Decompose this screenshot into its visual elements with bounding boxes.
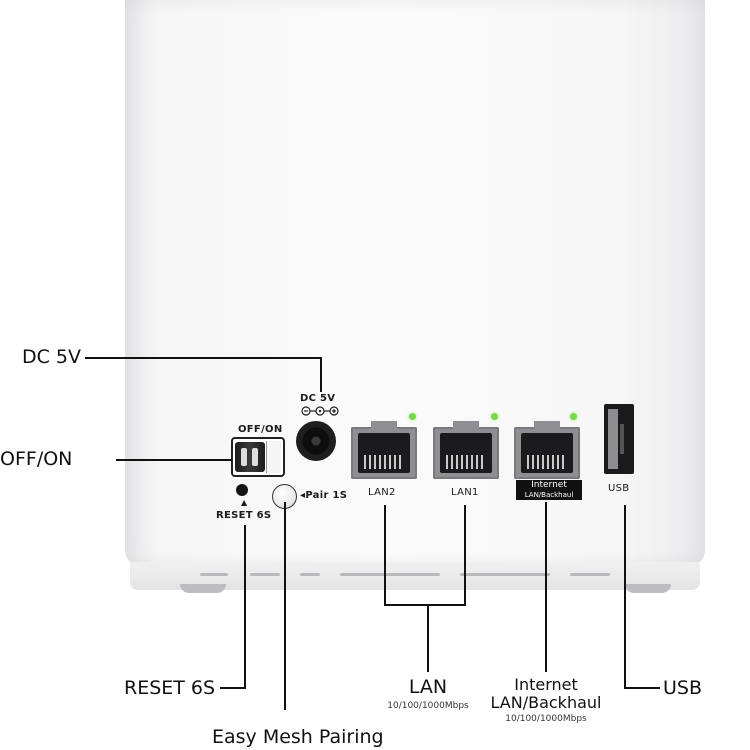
vent-slot	[300, 573, 320, 576]
callout-internet-speed: 10/100/1000Mbps	[505, 714, 587, 724]
callout-usb: USB	[663, 677, 703, 699]
vent-slot	[570, 573, 610, 576]
callout-internet-line2: LAN/Backhaul	[490, 693, 602, 712]
callout-dc: DC 5V	[22, 346, 82, 368]
lan1-label: LAN1	[451, 487, 479, 498]
power-switch-slot	[266, 441, 281, 473]
arrow-up-icon: ▲	[241, 498, 248, 507]
internet-badge-title: Internet	[531, 480, 567, 490]
vent-slot	[460, 573, 550, 576]
lan2-label: LAN2	[368, 487, 396, 498]
lan2-port	[351, 421, 417, 479]
internet-badge-sub: LAN/Backhaul	[524, 491, 574, 499]
pair-label: ◂Pair 1S	[300, 490, 348, 501]
vent-slot	[250, 573, 280, 576]
callout-internet-line1: Internet	[514, 675, 578, 694]
reset-pinhole	[236, 484, 248, 496]
router-foot	[625, 584, 671, 593]
usb-port	[604, 404, 634, 474]
lan2-led	[409, 413, 416, 420]
dc-label: DC 5V	[300, 393, 336, 404]
internet-led	[570, 413, 577, 420]
callout-lan-speed: 10/100/1000Mbps	[387, 701, 469, 711]
internet-badge: Internet LAN/Backhaul	[516, 480, 582, 500]
callout-easy-mesh: Easy Mesh Pairing	[212, 726, 384, 748]
callout-off-on: OFF/ON	[0, 448, 73, 470]
callout-lan-title: LAN	[408, 676, 448, 698]
dc-jack	[296, 421, 336, 461]
switch-label: OFF/ON	[238, 424, 283, 435]
router-foot	[180, 584, 226, 593]
internet-port	[514, 421, 580, 479]
dc-polarity-icon	[301, 406, 339, 416]
callout-reset: RESET 6S	[124, 677, 216, 699]
usb-label: USB	[608, 483, 630, 494]
power-switch	[235, 442, 265, 472]
reset-label: RESET 6S	[216, 510, 272, 521]
lan1-led	[491, 413, 498, 420]
vent-slot	[340, 573, 440, 576]
vent-slot	[200, 573, 228, 576]
lan1-port	[433, 421, 499, 479]
